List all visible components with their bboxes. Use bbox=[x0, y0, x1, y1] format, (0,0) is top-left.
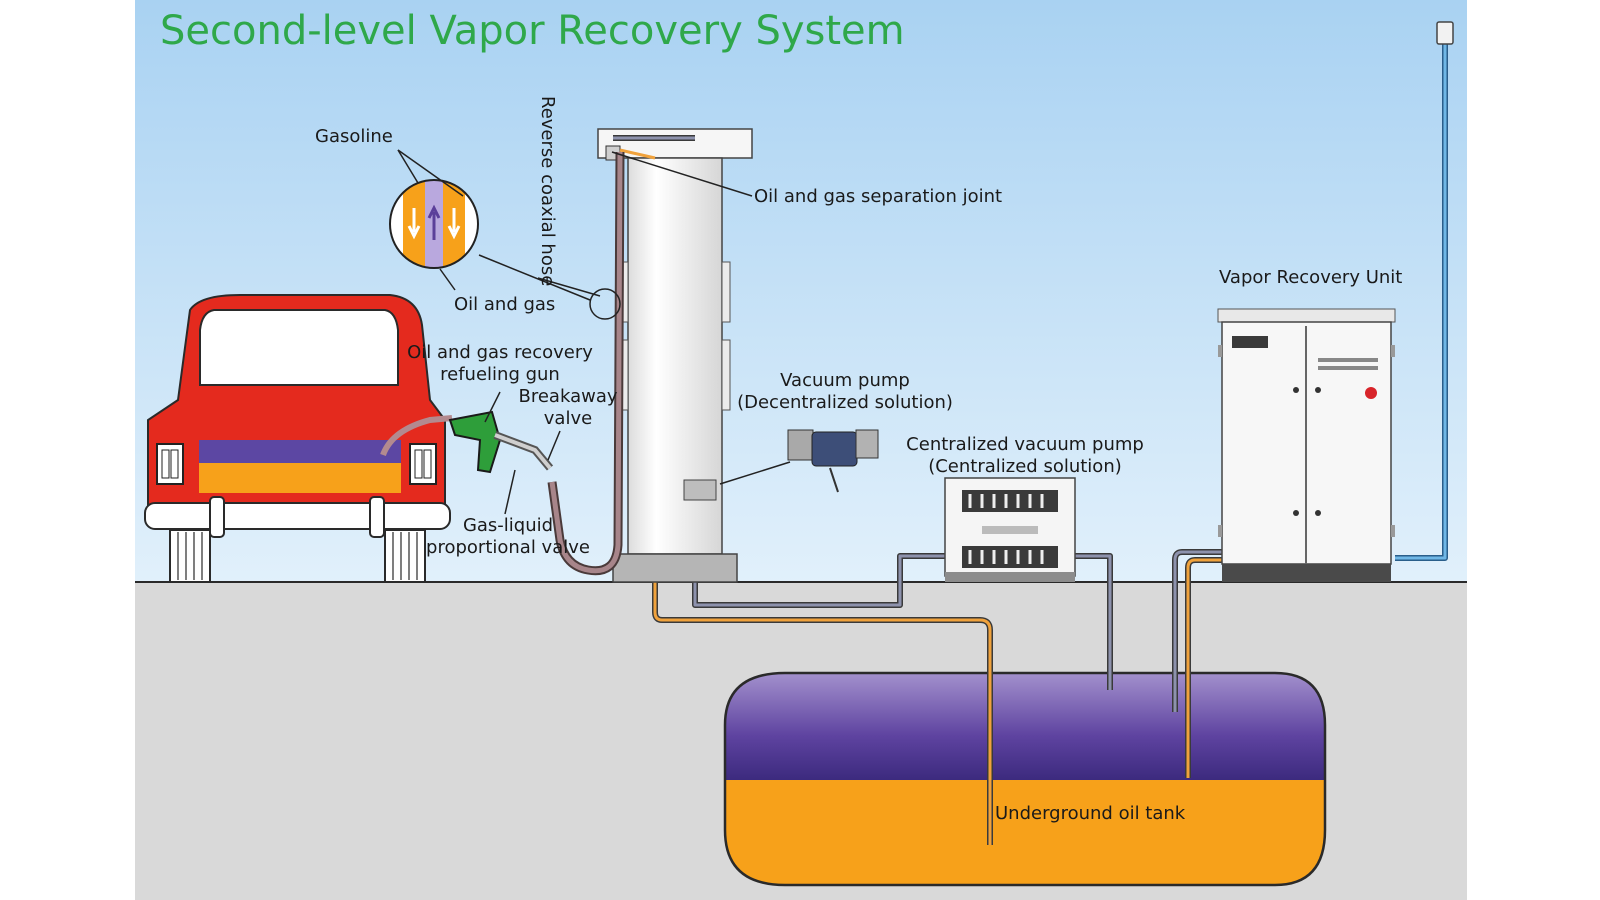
label-breakaway-valve: Breakaway valve bbox=[518, 386, 618, 430]
leader-lines bbox=[397, 149, 791, 515]
label-breakaway-line2: valve bbox=[543, 408, 593, 429]
label-recovery-gun-line1: Oil and gas recovery bbox=[407, 342, 593, 363]
label-oil-and-gas: Oil and gas bbox=[454, 294, 556, 315]
label-central-pump-line2: (Centralized solution) bbox=[928, 456, 1122, 477]
car bbox=[144, 294, 453, 583]
label-vapor-recovery-unit: Vapor Recovery Unit bbox=[1219, 267, 1403, 288]
vent-cap bbox=[1436, 21, 1454, 45]
label-recovery-gun: Oil and gas recovery refueling gun bbox=[405, 342, 595, 386]
label-gas-liquid-line2: proportional valve bbox=[426, 537, 590, 558]
label-recovery-gun-line2: refueling gun bbox=[440, 364, 560, 385]
label-underground-tank: Underground oil tank bbox=[995, 803, 1186, 824]
label-separation-joint: Oil and gas separation joint bbox=[754, 186, 1003, 207]
vapor-recovery-unit bbox=[1217, 308, 1396, 582]
label-central-pump-line1: Centralized vacuum pump bbox=[906, 434, 1144, 455]
refueling-nozzle bbox=[448, 410, 554, 474]
label-centralized-pump: Centralized vacuum pump (Centralized sol… bbox=[905, 434, 1145, 478]
pipes bbox=[623, 40, 1448, 845]
vacuum-pump-decentralized bbox=[787, 429, 879, 493]
label-vacuum-pump: Vacuum pump (Decentralized solution) bbox=[735, 370, 955, 414]
coaxial-cross-section bbox=[389, 179, 479, 269]
diagram-title: Second-level Vapor Recovery System bbox=[160, 8, 905, 54]
label-gas-liquid-line1: Gas-liquid bbox=[462, 515, 554, 536]
coaxial-hose bbox=[547, 151, 625, 576]
label-vacuum-pump-line2: (Decentralized solution) bbox=[737, 392, 953, 413]
label-reverse-coaxial-hose: Reverse coaxial hose bbox=[537, 96, 558, 287]
label-breakaway-line1: Breakaway bbox=[518, 386, 618, 407]
label-vacuum-pump-line1: Vacuum pump bbox=[780, 370, 910, 391]
label-gas-liquid-valve: Gas-liquid proportional valve bbox=[423, 515, 593, 559]
label-gasoline: Gasoline bbox=[315, 126, 393, 147]
hose-callout bbox=[589, 288, 621, 320]
centralized-vacuum-pump bbox=[944, 477, 1076, 582]
underground-oil-tank bbox=[723, 671, 1327, 887]
fuel-dispenser bbox=[597, 128, 753, 583]
